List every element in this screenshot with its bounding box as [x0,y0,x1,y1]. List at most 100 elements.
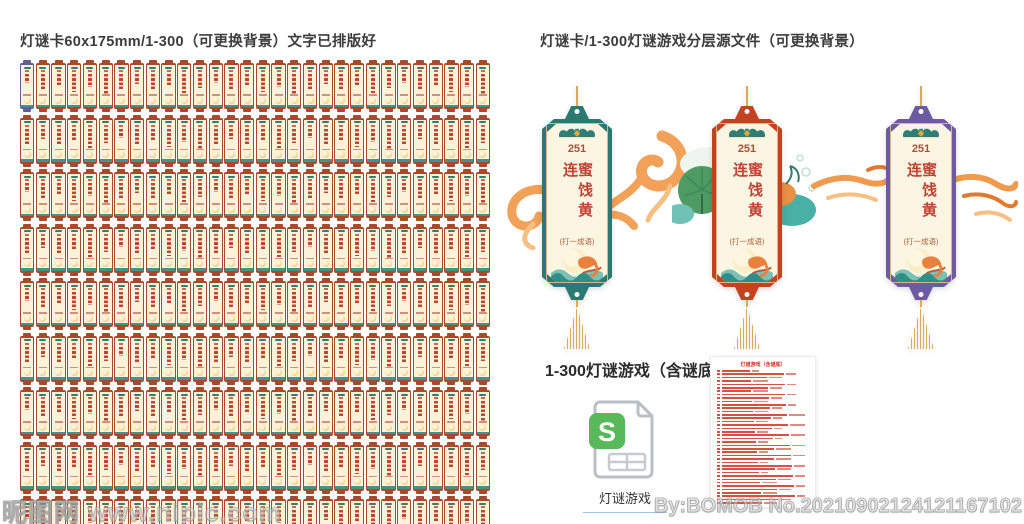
mini-card [318,387,333,439]
mini-card [412,496,428,524]
mini-card [428,278,443,330]
mini-card [444,496,459,524]
mini-card [412,114,428,167]
mini-card [397,223,412,276]
mini-card [161,496,176,524]
mini-card [114,496,129,524]
mini-card [224,169,239,221]
mini-card [381,114,396,167]
mini-card [334,496,349,524]
mini-card [350,332,365,385]
mini-card [192,60,208,112]
credit-watermark: By:BOMOB No.20210902124121167102 [653,495,1022,518]
mini-card [240,332,255,385]
mini-card [350,278,365,330]
doc-row [717,386,809,389]
mini-card [271,223,286,276]
mini-card [20,114,35,167]
mini-card [287,114,302,167]
mini-card [460,441,475,494]
mini-card [397,114,412,167]
doc-row [717,471,809,474]
mini-card [475,114,490,167]
mini-card [428,60,443,112]
mini-card [381,223,396,276]
mini-card [350,169,365,221]
mini-card [224,332,239,385]
mini-card [302,169,318,221]
mini-card [381,278,396,330]
doc-row [717,403,809,406]
mini-card [412,332,428,385]
mini-card [318,278,333,330]
mini-card [35,114,50,167]
mini-card [51,332,66,385]
mini-card [240,223,255,276]
mini-card [130,169,145,221]
mini-card [271,387,286,439]
mini-card [67,169,82,221]
doc-row [717,414,809,416]
mini-card [98,441,113,494]
left-section-title: 灯谜卡60x175mm/1-300（可更换背景）文字已排版好 [20,34,377,50]
mini-card [412,169,428,221]
moon-fish-waves-art [719,247,775,282]
mini-card [318,114,333,167]
lantern-cap-bottom [565,287,589,300]
mini-card [145,496,160,524]
mini-card [428,223,443,276]
mini-card [208,169,223,221]
doc-row [717,370,809,372]
mini-card [334,223,349,276]
mini-card [130,332,145,385]
riddle-text: 蜜饯黄连 [731,162,763,223]
mini-card [240,496,255,524]
cloud-ornament-icon [724,126,770,139]
mini-card [397,441,412,494]
mini-card [460,332,475,385]
mini-card [381,496,396,524]
mini-card [302,278,318,330]
doc-row [717,451,809,453]
mini-card [365,114,380,167]
mini-card [240,278,255,330]
mini-card-grid [20,60,490,524]
doc-row [717,417,809,420]
file-name-underline [583,512,667,513]
mini-card [381,169,396,221]
mini-card [20,169,35,221]
mini-card [475,441,490,494]
riddle-hint: (打一成语) [559,236,595,246]
mini-card [114,332,129,385]
mini-card [114,387,129,439]
doc-row [717,488,809,491]
lantern-body: 251 蜜饯黄连 (打一成语) [712,119,782,287]
mini-card [365,278,380,330]
doc-row [717,498,809,501]
mini-card [460,223,475,276]
mini-card [82,169,98,221]
mini-card [444,114,459,167]
mini-card [240,441,255,494]
mini-card [302,114,318,167]
mini-card [130,278,145,330]
mini-card [35,169,50,221]
orange-wisp-cloud-right [946,174,1018,222]
mini-card [475,496,490,524]
mini-card [302,441,318,494]
mini-card [82,496,98,524]
mini-card [381,332,396,385]
mini-card [67,114,82,167]
mini-card [161,387,176,439]
doc-row [717,400,809,403]
mini-card [334,278,349,330]
mini-card [35,496,50,524]
mini-card [130,60,145,112]
mini-card [412,223,428,276]
mini-card [350,441,365,494]
doc-row [717,373,809,375]
mini-card [271,169,286,221]
mini-card [145,114,160,167]
mini-card [318,332,333,385]
mini-card [365,496,380,524]
